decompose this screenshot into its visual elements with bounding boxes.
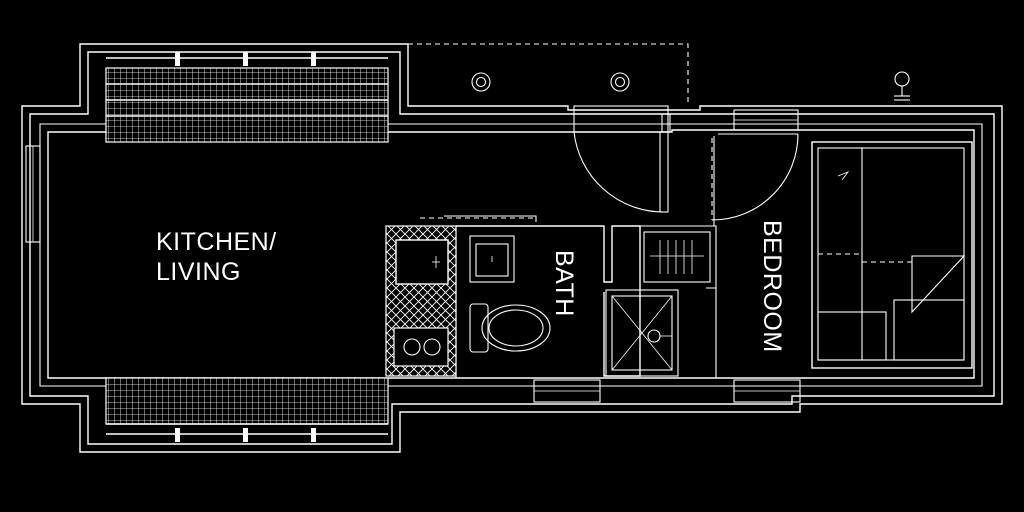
kitchen-living-label-line2: LIVING	[156, 258, 241, 286]
kitchen-counter	[385, 225, 457, 377]
south-windows	[533, 379, 801, 403]
bedroom-label: BEDROOM	[758, 220, 786, 353]
kitchen-living-label-line1: KITCHEN/	[156, 228, 277, 256]
kitchen-sink-icon	[395, 239, 449, 285]
entry-door	[573, 105, 671, 213]
bed-icon	[811, 141, 973, 369]
shower-icon	[605, 289, 679, 377]
closet-icon	[643, 231, 711, 283]
bedroom-north-window	[733, 109, 799, 131]
exterior-light-icon	[894, 71, 910, 101]
bath-label: BATH	[550, 250, 578, 317]
porch	[408, 43, 689, 106]
bedroom-door	[711, 133, 799, 221]
north-bay-window	[105, 52, 389, 143]
toilet-icon	[469, 303, 551, 353]
south-bay-window	[105, 377, 389, 442]
cooktop-icon	[393, 327, 449, 367]
west-window	[25, 145, 41, 243]
bathroom-fixtures	[469, 231, 711, 377]
bathroom-sink-icon	[469, 235, 515, 283]
